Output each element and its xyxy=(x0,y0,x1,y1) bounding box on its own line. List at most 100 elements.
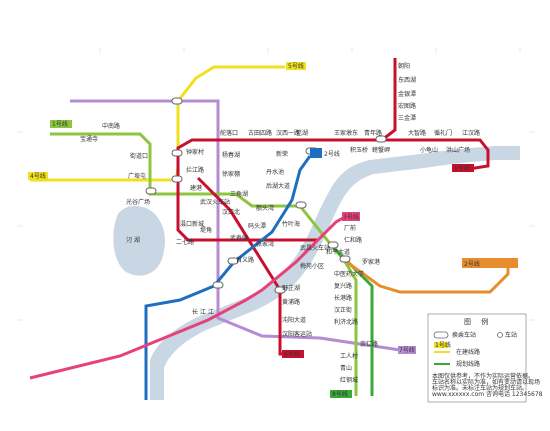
station-label: 首义路 xyxy=(236,256,254,264)
station-label: 光谷广场 xyxy=(126,198,150,206)
legend-under-construction: 在建线路 xyxy=(456,348,480,356)
terminus-t9 xyxy=(398,346,416,354)
line-5 xyxy=(70,99,401,352)
station-label: 红钢城 xyxy=(340,376,358,384)
legend-title: 图 例 xyxy=(464,317,492,326)
station-label: 长港路 xyxy=(334,294,352,302)
terminus-t4 xyxy=(310,148,322,158)
station-label: 螃蟹岬 xyxy=(372,146,390,154)
station-label: 梅苑小区 xyxy=(300,262,324,270)
station-label: 崇仁路 xyxy=(360,340,378,348)
station-label: 积玉桥 xyxy=(350,146,368,154)
terminus-t8 xyxy=(282,350,304,358)
station-label: 罗家港 xyxy=(362,258,380,266)
station-label: 丹水池 xyxy=(266,168,284,176)
station-label: 范湖 xyxy=(296,129,308,137)
terminus-t3 xyxy=(28,172,48,180)
line-1 xyxy=(176,58,490,242)
legend: 图 例 换乘车站 车站 1号线 在建线路 规划线路 本图仅供参考，不作为实际运营… xyxy=(427,313,543,403)
station-label: 三角湖 xyxy=(230,190,248,198)
station-label: 中医药大学 xyxy=(334,270,364,278)
svg-text:6号线: 6号线 xyxy=(284,350,300,358)
station-label: 后湖大道 xyxy=(266,182,290,190)
station-label: 王家墩东 xyxy=(334,129,358,137)
station-label: 汉西一路 xyxy=(276,129,300,137)
legend-planned: 规划线路 xyxy=(456,360,480,368)
river-label: 长 江 江 xyxy=(192,308,214,316)
station-label: 复兴路 xyxy=(334,282,352,290)
station-label: 武泰闸 xyxy=(230,234,248,242)
station-label: 青山 xyxy=(340,364,352,372)
line-3 xyxy=(50,132,358,396)
station-label: 汉阳客运站 xyxy=(282,330,312,338)
station-label: 额头湾 xyxy=(256,204,274,212)
river xyxy=(150,146,520,400)
legend-transfer: 换乘车站 xyxy=(452,331,476,339)
station-label: 大智路 xyxy=(408,129,426,137)
station-label: 徐家棚 xyxy=(222,170,240,178)
terminus-t6 xyxy=(452,164,474,172)
legend-note-4: www.xxxxxx.com 咨询电话 12345678 xyxy=(432,390,543,398)
station-label: 工人村 xyxy=(340,352,358,360)
station-label: 仁和路 xyxy=(344,236,362,244)
station-label: 青年路 xyxy=(364,129,382,137)
svg-text:1号线: 1号线 xyxy=(52,120,68,128)
station-label: 三金潭 xyxy=(398,114,416,122)
station-label: 中南路 xyxy=(102,122,120,130)
svg-text:2号线: 2号线 xyxy=(464,260,480,268)
station-label: 滠口新城 xyxy=(180,220,204,228)
station-label: 金银潭 xyxy=(398,90,416,98)
terminus-badges: 5号线 1号线 4号线 2号线 3号线 1号线 2号线 6号线 7号线 8号线 xyxy=(28,62,518,398)
legend-station: 车站 xyxy=(505,331,517,339)
station-label: 广埠屯 xyxy=(128,172,146,180)
station-label: 杨春湖 xyxy=(222,151,240,159)
terminus-t2 xyxy=(50,120,72,128)
station-label: 洪山广场 xyxy=(446,146,470,154)
legend-note-3: 标识为准。未标注车站为规划车站。 xyxy=(432,384,528,392)
station-labels: 朝阳 东西湖 金银潭 宏图路 三金潭 舵落口 古田四路 汉西一路 范湖 王家墩东… xyxy=(80,62,480,384)
station-label: 野芷湖 xyxy=(282,284,300,292)
station-label: 黄浦路 xyxy=(282,298,300,306)
grid xyxy=(18,48,535,321)
station-label: 建港 xyxy=(190,184,202,192)
svg-text:2号线: 2号线 xyxy=(324,150,340,158)
station-label: 循礼门 xyxy=(434,129,452,137)
legend-note-1: 本图仅供参考，不作为实际运营依据。 xyxy=(432,372,534,380)
svg-text:1号线: 1号线 xyxy=(454,164,470,172)
terminus-t10 xyxy=(330,390,352,398)
legend-note-2: 车站名称以实际为准，如有变动请以现场 xyxy=(432,378,540,386)
line-6 xyxy=(29,212,351,380)
station-label: 武昌火车站 xyxy=(300,244,330,252)
station-label: 朝阳 xyxy=(398,62,410,70)
station-label: 街道口 xyxy=(130,152,148,160)
station-label: 竹叶海 xyxy=(282,220,300,228)
station-label: 和平大道 xyxy=(326,248,350,256)
station-label: 拦江路 xyxy=(186,166,204,174)
svg-text:3号线: 3号线 xyxy=(343,213,359,221)
station-label: 宏图路 xyxy=(398,102,416,110)
station-label: 张家湾 xyxy=(256,240,274,248)
line-7 xyxy=(343,258,510,294)
svg-text:8号线: 8号线 xyxy=(332,390,348,398)
station-label: 码头潭 xyxy=(248,222,266,230)
lake-label: 汈 湖 xyxy=(126,236,140,244)
station-label: 舵落口 xyxy=(220,129,238,137)
station-label: 小龟山 xyxy=(420,146,438,154)
terminus-t5 xyxy=(342,212,360,221)
svg-text:4号线: 4号线 xyxy=(30,172,46,180)
station-label: 汉正街 xyxy=(334,306,352,314)
station-label: 钟家村 xyxy=(186,148,204,156)
svg-text:5号线: 5号线 xyxy=(288,62,304,70)
station-label: 利济北路 xyxy=(334,318,358,326)
station-label: 厂前 xyxy=(344,224,356,232)
station-label: 东西湖 xyxy=(398,76,416,84)
station-label: 武汉火车站 xyxy=(200,198,230,206)
station-label: 古田四路 xyxy=(248,129,272,137)
station-label: 堤角 xyxy=(200,226,212,234)
station-label: 沌阳大道 xyxy=(282,316,306,324)
legend-badge: 1号线 xyxy=(435,341,451,349)
terminus-t7 xyxy=(462,258,518,268)
station-label: 宝通寺 xyxy=(80,135,98,143)
svg-text:7号线: 7号线 xyxy=(399,346,415,354)
